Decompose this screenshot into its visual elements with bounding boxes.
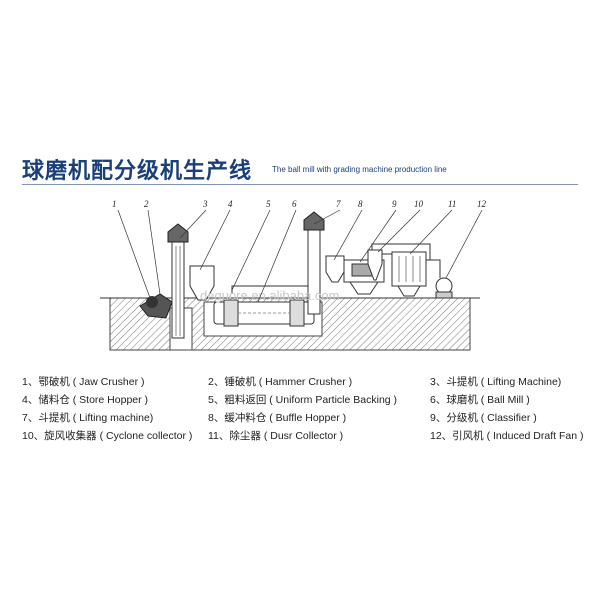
legend-item: 1、鄂破机 ( Jaw Crusher ) (22, 376, 145, 388)
buffle-hopper (325, 255, 345, 283)
callout-11: 11 (448, 199, 456, 209)
callout-12: 12 (477, 199, 487, 209)
equipment-legend: 1、鄂破机 ( Jaw Crusher ) 2、锤破机 ( Hammer Cru… (0, 370, 600, 450)
production-line-diagram: deguore.en.alibaba.com 1 2 3 4 5 6 7 8 9… (100, 199, 487, 351)
legend-item: 8、缓冲料仓 ( Buffle Hopper ) (208, 412, 347, 424)
legend-item: 2、锤破机 ( Hammer Crusher ) (208, 376, 353, 388)
callout-3: 3 (202, 199, 208, 209)
watermark: deguore.en.alibaba.com (200, 288, 340, 303)
legend-item: 4、储料仓 ( Store Hopper ) (22, 394, 149, 406)
air-duct (371, 243, 431, 260)
legend-item: 3、斗提机 ( Lifting Machine) (430, 376, 562, 388)
legend-item: 12、引风机 ( Induced Draft Fan ) (430, 430, 584, 442)
return-pipe (231, 285, 316, 294)
callout-numbers: 1 2 3 4 5 6 7 8 9 10 11 12 (112, 199, 487, 209)
callout-leaders (117, 209, 483, 303)
page-title: 球磨机配分级机生产线 (22, 159, 253, 184)
callout-10: 10 (414, 199, 424, 209)
callout-7: 7 (336, 199, 341, 209)
callout-1: 1 (112, 199, 117, 209)
title-underline (22, 184, 578, 185)
bucket-elevator-2 (303, 211, 325, 315)
callout-6: 6 (292, 199, 297, 209)
legend-item: 5、粗料返回 ( Uniform Particle Backing ) (208, 394, 398, 406)
cyclone-collector (367, 249, 392, 281)
dust-collector (391, 251, 427, 297)
legend-item: 9、分级机 ( Classifier ) (430, 412, 537, 424)
callout-5: 5 (266, 199, 271, 209)
ball-mill (213, 299, 315, 327)
jaw-crusher (139, 293, 173, 319)
callout-9: 9 (392, 199, 397, 209)
callout-2: 2 (144, 199, 149, 209)
induced-draft-fan (426, 259, 453, 299)
legend-item: 10、旋风收集器 ( Cyclone collector ) (22, 430, 193, 442)
page-subtitle: The ball mill with grading machine produ… (272, 165, 447, 174)
legend-item: 11、除尘器 ( Dusr Collector ) (208, 430, 344, 442)
callout-4: 4 (228, 199, 233, 209)
bucket-elevator-1 (167, 223, 189, 339)
legend-item: 6、球磨机 ( Ball Mill ) (430, 394, 530, 406)
callout-8: 8 (358, 199, 363, 209)
legend-item: 7、斗提机 ( Lifting machine) (22, 412, 154, 424)
store-hopper (189, 265, 215, 301)
